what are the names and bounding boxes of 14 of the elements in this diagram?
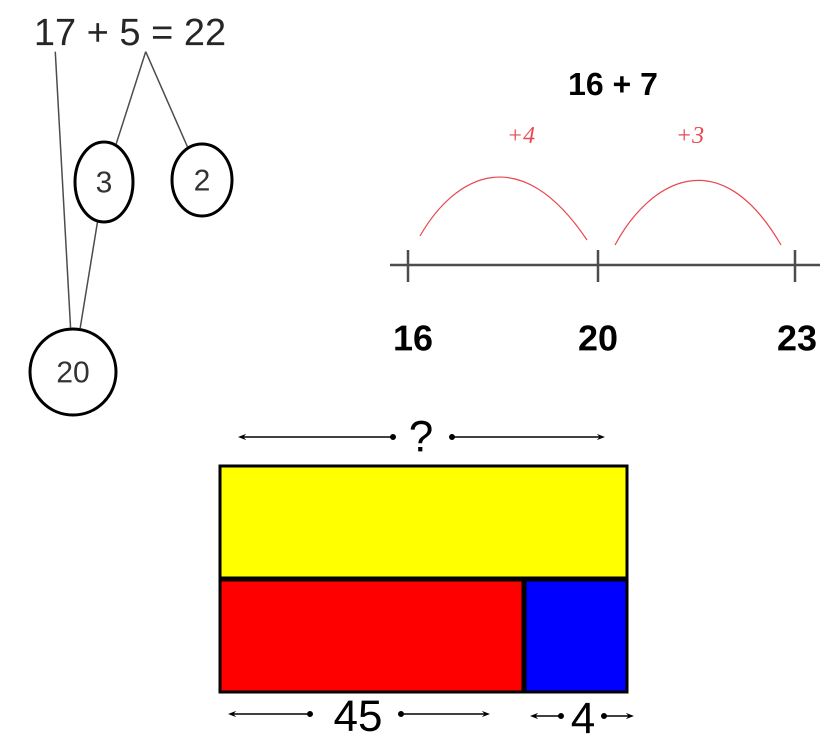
equation-text: 17 + 5 = 22 <box>36 18 224 46</box>
equation-text: 16 + 7 <box>570 72 656 96</box>
tick-label: 20 <box>579 325 617 351</box>
connector-line <box>79 222 98 328</box>
jump-label: +3 <box>678 126 704 144</box>
connector-line <box>54 52 72 328</box>
tick-label: 23 <box>778 325 816 351</box>
dimension-label: 45 <box>334 700 381 732</box>
tick-label: 16 <box>395 325 432 351</box>
dimension-label: 4 <box>572 702 594 734</box>
jump-label: +4 <box>510 127 535 143</box>
connector-line <box>115 51 146 144</box>
connector-line <box>145 51 188 148</box>
dimension-label: ? <box>410 420 432 452</box>
